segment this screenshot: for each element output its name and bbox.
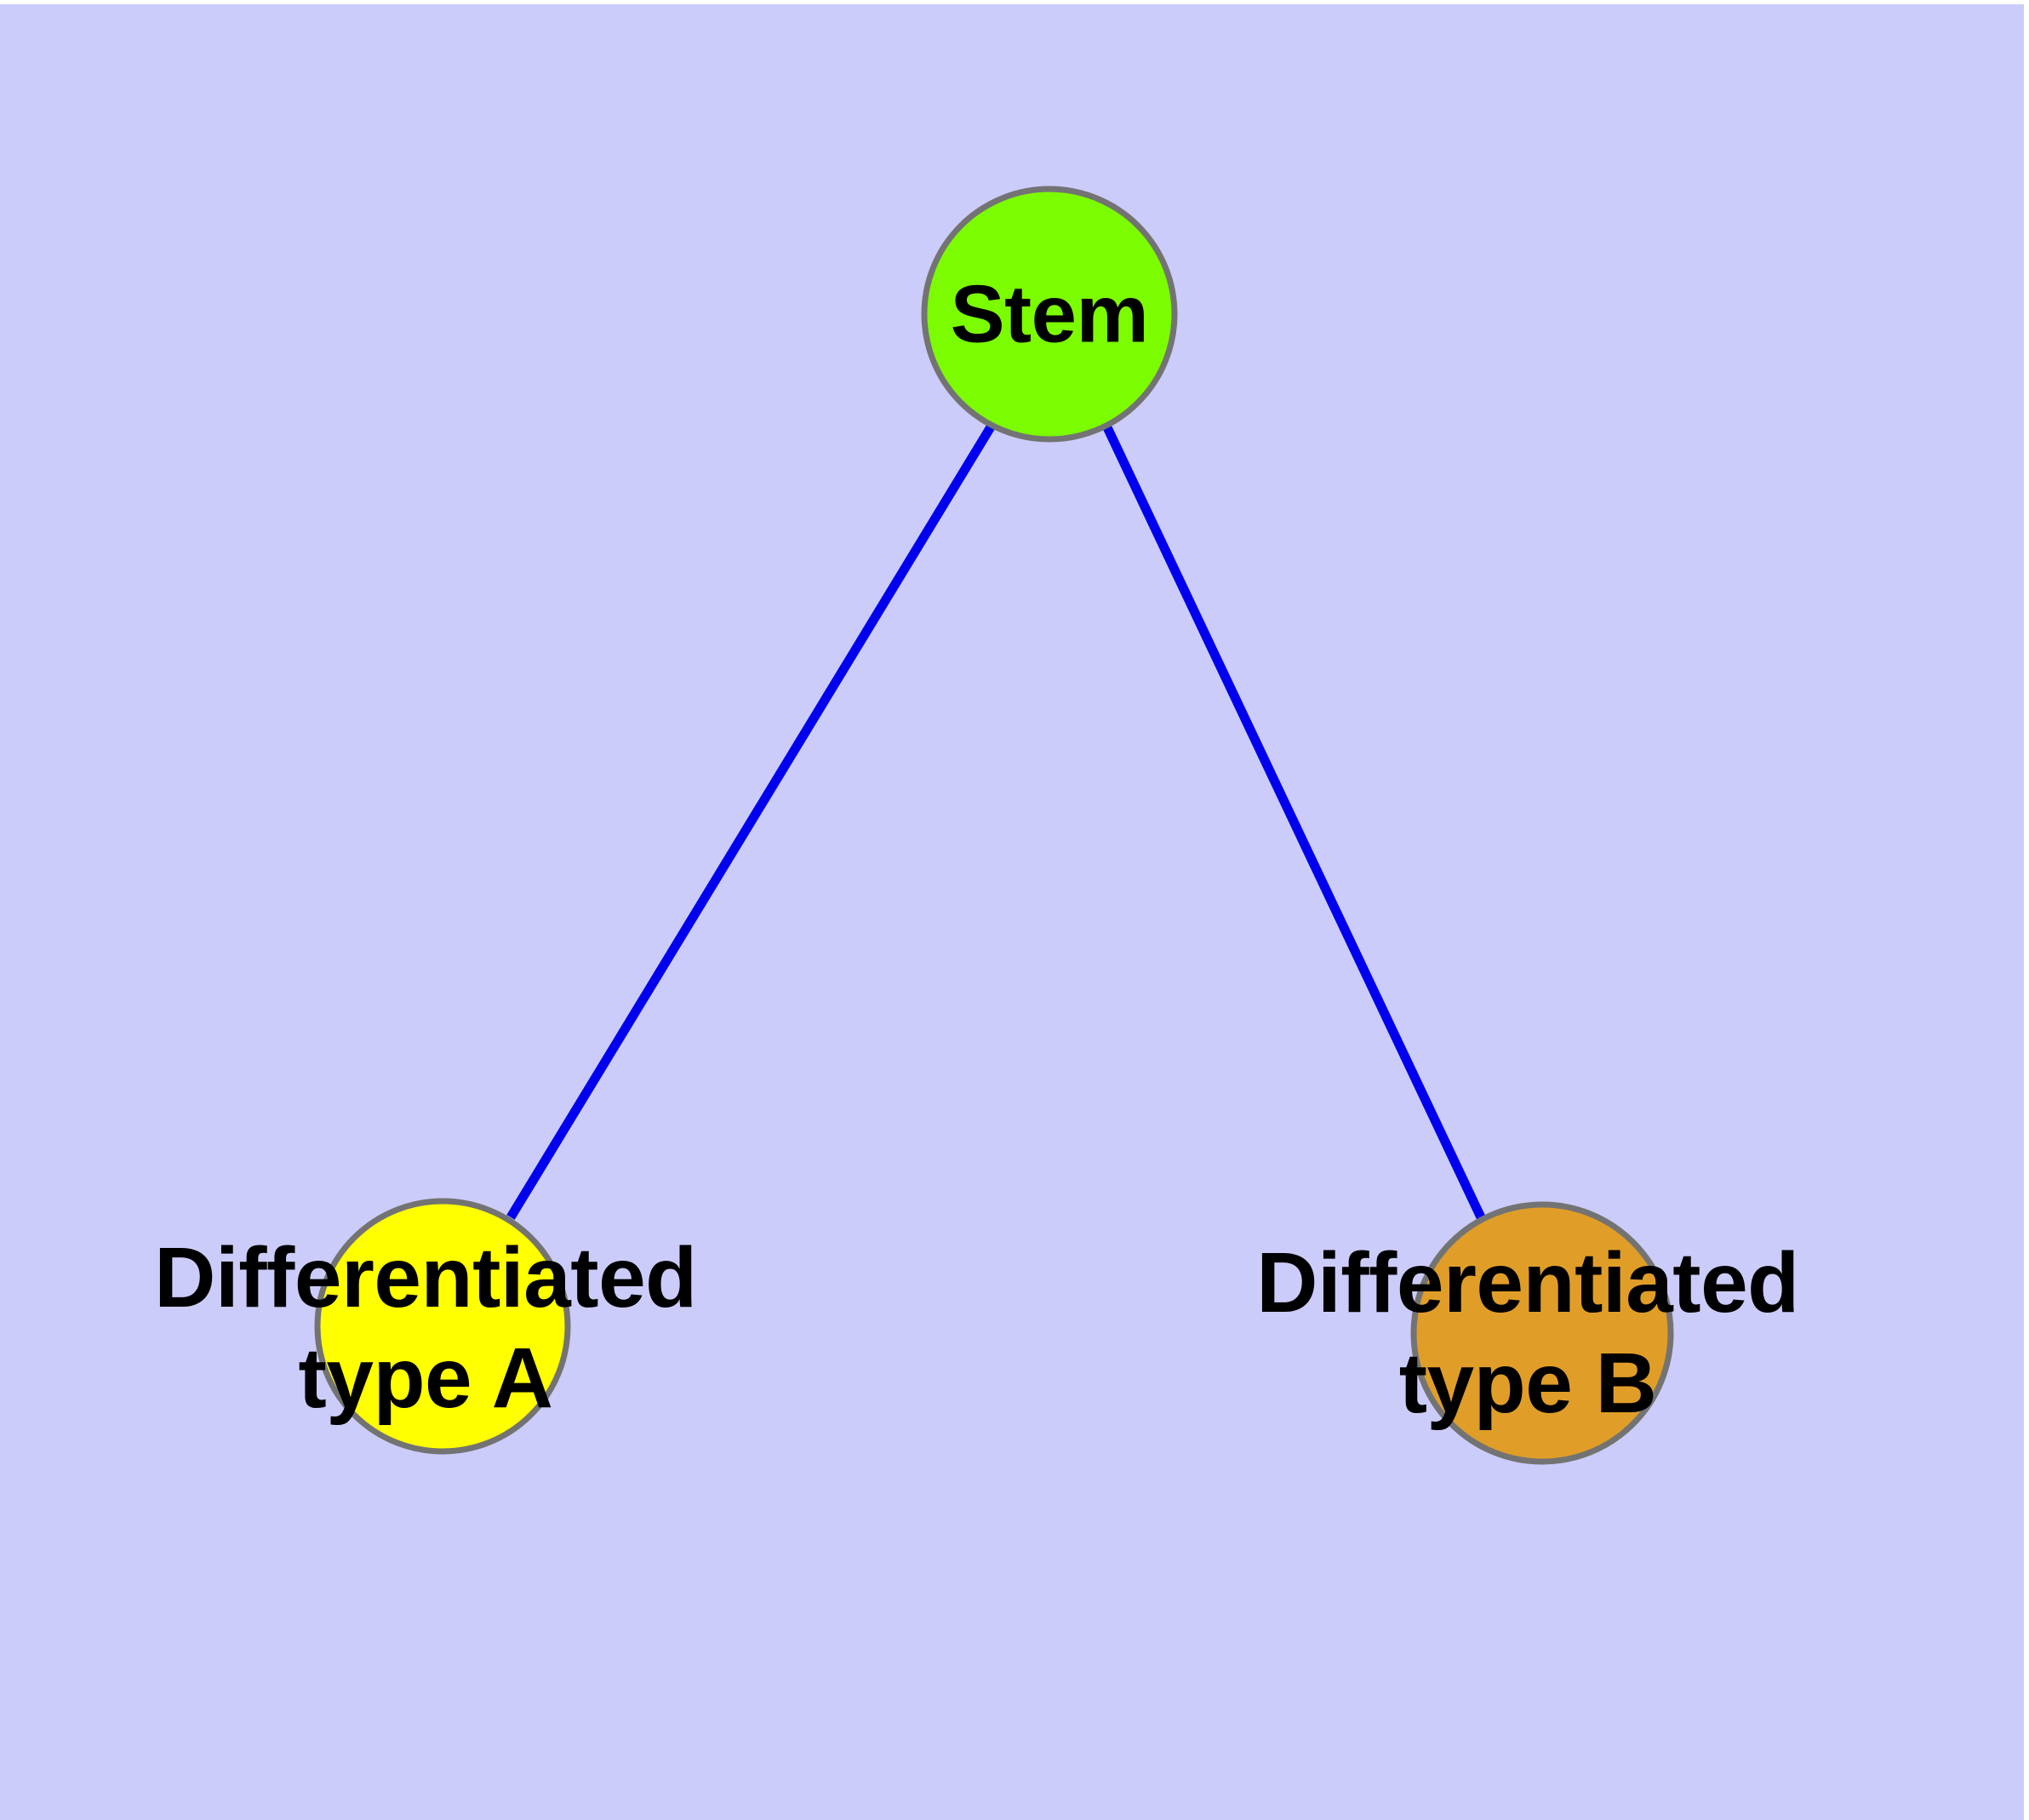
- node-group: [314, 186, 1674, 1465]
- edge-stem-to-type-a[interactable]: [506, 423, 996, 1220]
- edge-group: [506, 423, 1485, 1220]
- node-differentiated-type-b[interactable]: [1410, 1201, 1674, 1465]
- node-stem[interactable]: [921, 186, 1178, 443]
- node-differentiated-type-a[interactable]: [314, 1198, 571, 1455]
- edge-stem-to-type-b[interactable]: [1102, 423, 1485, 1220]
